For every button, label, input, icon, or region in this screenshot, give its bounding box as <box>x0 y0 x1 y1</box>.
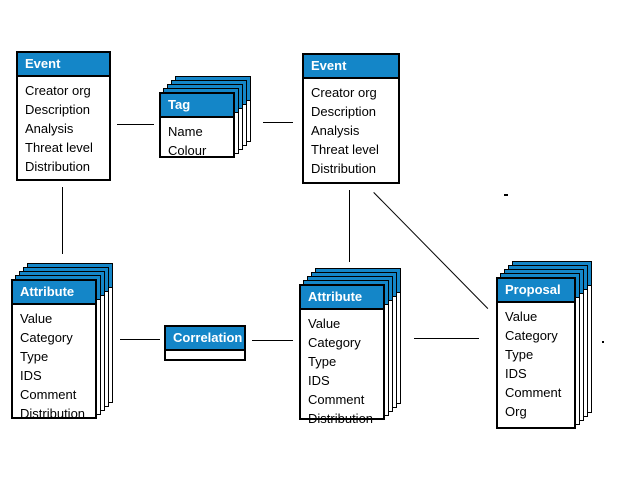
node-correlation: Correlation <box>164 325 246 361</box>
field-label: Creator org <box>25 83 91 98</box>
field-label: Analysis <box>311 123 360 138</box>
field-label: IDS <box>505 366 527 381</box>
node-attribute-middle-title: Attribute <box>301 286 383 310</box>
field-label: Comment <box>505 385 562 400</box>
edge-event-left-attribute-left <box>62 187 63 254</box>
field-label: IDS <box>308 373 330 388</box>
field-label: Value <box>308 316 341 331</box>
stray-dot <box>602 341 604 343</box>
node-attribute-left: Attribute Value Category Type IDS Commen… <box>11 279 97 421</box>
field-label: Value <box>505 309 538 324</box>
field-label: Comment <box>20 387 77 402</box>
edge-attribute-left-correlation <box>120 339 160 340</box>
node-attribute-left-title: Attribute <box>13 281 95 305</box>
node-attribute-middle-fields: Value Category Type IDS Comment Distribu… <box>301 310 383 428</box>
node-tag-title: Tag <box>161 94 233 118</box>
field-label: Analysis <box>25 121 74 136</box>
stray-dash <box>504 194 508 196</box>
field-label: Category <box>308 335 361 350</box>
field-label: Comment <box>308 392 365 407</box>
edge-event-right-attribute-middle <box>349 190 350 262</box>
field-label: Org <box>505 404 527 419</box>
field-label: Name <box>168 124 203 139</box>
field-label: Category <box>20 330 73 345</box>
field-label: Type <box>308 354 337 369</box>
field-label: Distribution <box>20 406 86 421</box>
edge-event-left-tag <box>117 124 154 125</box>
field-label: Distribution <box>308 411 374 426</box>
node-attribute-left-fields: Value Category Type IDS Comment Distribu… <box>13 305 95 423</box>
node-proposal-fields: Value Category Type IDS Comment Org <box>498 303 574 421</box>
field-label: Colour <box>168 143 207 158</box>
field-label: Type <box>20 349 49 364</box>
field-label: Category <box>505 328 558 343</box>
node-correlation-body <box>166 351 244 359</box>
node-event-left-title: Event <box>18 53 109 77</box>
field-label: Threat level <box>25 140 93 155</box>
node-event-right: Event Creator org Description Analysis T… <box>302 53 400 184</box>
field-label: Value <box>20 311 53 326</box>
edge-attribute-middle-proposal <box>414 338 479 339</box>
field-label: Type <box>505 347 534 362</box>
node-event-left-fields: Creator org Description Analysis Threat … <box>18 77 109 176</box>
edge-tag-event-right <box>263 122 293 123</box>
field-label: Threat level <box>311 142 379 157</box>
field-label: Distribution <box>25 159 91 174</box>
node-tag: Tag Name Colour <box>159 92 235 158</box>
node-event-left: Event Creator org Description Analysis T… <box>16 51 111 181</box>
edge-correlation-attribute-middle <box>252 340 293 341</box>
field-label: Distribution <box>311 161 377 176</box>
field-label: Description <box>25 102 91 117</box>
node-proposal-title: Proposal <box>498 279 574 303</box>
field-label: IDS <box>20 368 42 383</box>
field-label: Creator org <box>311 85 377 100</box>
field-label: Description <box>311 104 377 119</box>
node-event-right-title: Event <box>304 55 398 79</box>
node-proposal: Proposal Value Category Type IDS Comment… <box>496 277 576 429</box>
node-correlation-title: Correlation <box>166 327 244 351</box>
node-attribute-middle: Attribute Value Category Type IDS Commen… <box>299 284 385 426</box>
node-tag-fields: Name Colour <box>161 118 233 160</box>
node-event-right-fields: Creator org Description Analysis Threat … <box>304 79 398 178</box>
